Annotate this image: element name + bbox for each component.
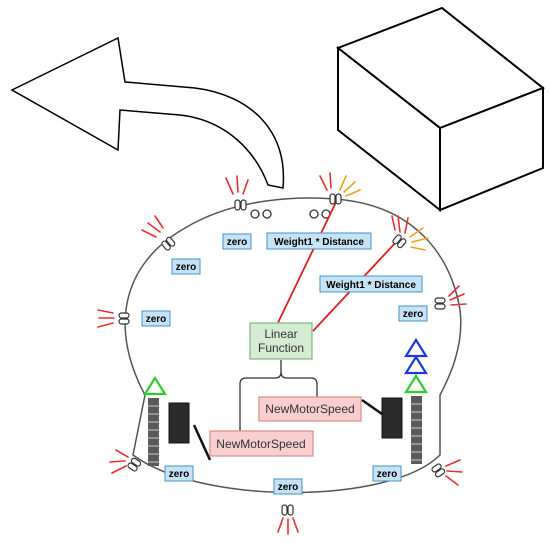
- sensor-rays-orange: [339, 175, 429, 251]
- readout-bottom-left: zero: [164, 465, 194, 482]
- right-boost-icon-1: [404, 337, 428, 358]
- weight-upper-text: Weight1 * Distance: [274, 237, 364, 248]
- sensor-rays-red: [97, 172, 467, 535]
- motor-speed-left: NewMotorSpeed: [209, 430, 314, 457]
- readout-bottom-center-text: zero: [278, 482, 299, 493]
- right-boost-icon-2: [404, 354, 428, 375]
- readout-upper-left-text: zero: [176, 262, 197, 273]
- weight-lower: Weight1 * Distance: [319, 275, 423, 293]
- readout-top-text: zero: [227, 237, 248, 248]
- right-motor: [381, 397, 403, 439]
- linear-function-box: Linear Function: [249, 322, 313, 360]
- readout-bottom-right: zero: [372, 465, 402, 482]
- right-speed-up-icon: [404, 373, 428, 394]
- turn-left-arrow: [10, 36, 285, 189]
- distance-sensors: [118, 193, 446, 516]
- readout-right-text: zero: [403, 309, 424, 320]
- motor-speed-right-text: NewMotorSpeed: [265, 402, 354, 416]
- readout-bottom-right-text: zero: [377, 469, 398, 480]
- left-speed-up-icon: [143, 375, 167, 396]
- robot-body: [124, 197, 462, 494]
- readout-left-text: zero: [146, 314, 167, 325]
- readout-bottom-center: zero: [273, 478, 303, 495]
- motor-speed-right: NewMotorSpeed: [258, 396, 362, 422]
- left-motor: [168, 402, 190, 444]
- robot-eyes: [250, 209, 331, 219]
- readout-bottom-left-text: zero: [169, 469, 190, 480]
- cube-obstacle: [335, 6, 545, 213]
- function-to-motors-wires: [192, 360, 383, 461]
- readout-left: zero: [141, 310, 171, 327]
- motor-speed-left-text: NewMotorSpeed: [216, 437, 305, 451]
- readout-upper-left: zero: [171, 258, 201, 275]
- right-wheel: [411, 396, 422, 464]
- function-line1: Linear: [264, 327, 297, 341]
- left-wheel: [148, 398, 159, 466]
- function-line2: Function: [258, 341, 304, 355]
- weight-upper: Weight1 * Distance: [266, 232, 372, 250]
- readout-right: zero: [398, 305, 428, 322]
- weight-lower-text: Weight1 * Distance: [326, 280, 416, 291]
- sensor-signal-wires: [273, 197, 399, 332]
- readout-top: zero: [222, 233, 252, 250]
